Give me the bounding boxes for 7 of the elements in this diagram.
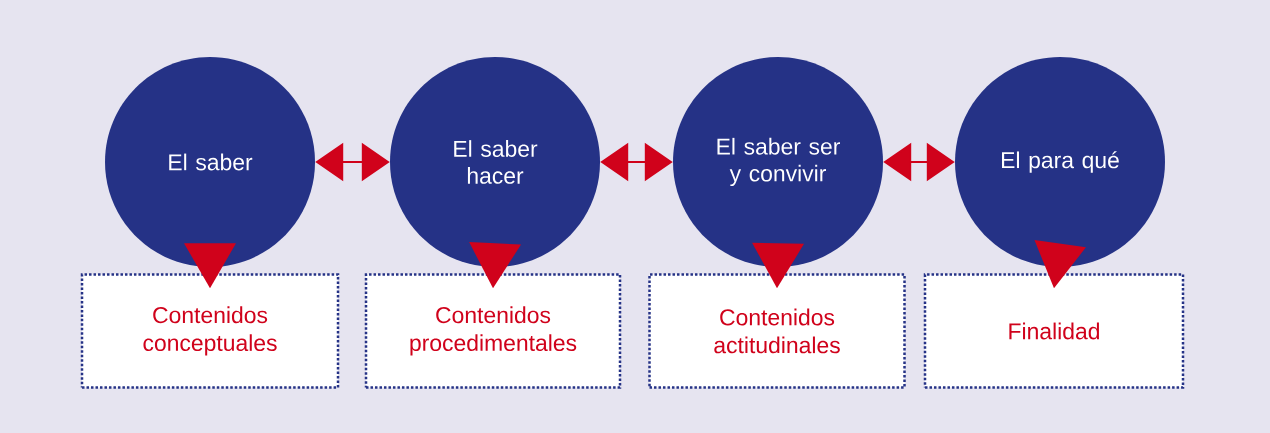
- arrow: [469, 242, 522, 289]
- content-box: Finalidad: [923, 273, 1185, 389]
- content-box: Contenidos actitudinales: [648, 273, 906, 389]
- arrow: [752, 242, 805, 289]
- arrow: [184, 243, 236, 289]
- content-box: Contenidos conceptuales: [80, 273, 340, 389]
- content-box: Contenidos procedimentales: [364, 273, 622, 389]
